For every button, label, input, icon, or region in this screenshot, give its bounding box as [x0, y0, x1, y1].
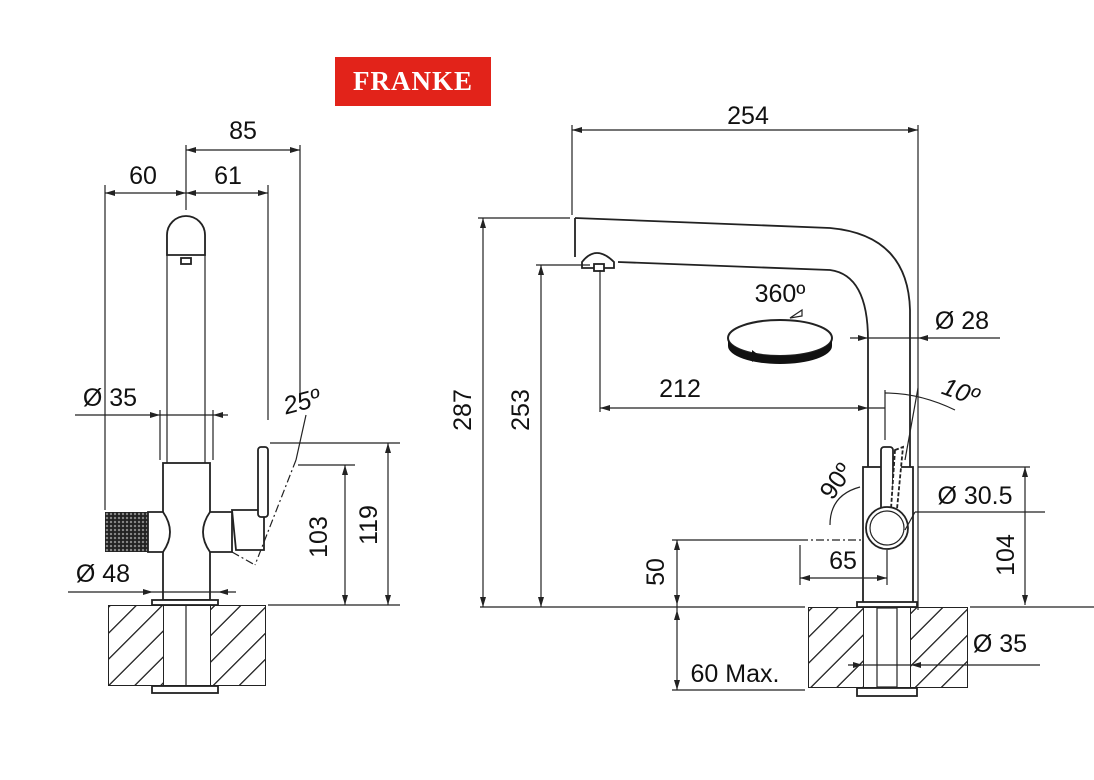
dim-body-height-side: 104 [992, 534, 1020, 576]
side-view [478, 125, 1094, 697]
front-view [68, 145, 400, 694]
dim-handle-height: 50 [642, 558, 670, 586]
dim-body-height: 103 [305, 516, 333, 558]
dim-hole-diameter: Ø 35 [973, 630, 1027, 658]
dim-counter-thickness: 60 Max. [691, 660, 780, 688]
dim-reach: 212 [659, 375, 701, 403]
rotation-label: 360º [755, 280, 806, 308]
right-mounting-pipe [863, 608, 911, 687]
knurled-handle [105, 512, 148, 552]
dim-total-height: 287 [449, 389, 477, 431]
dim-lever-diameter: Ø 30.5 [937, 482, 1012, 510]
dim-base-diameter: Ø 48 [76, 560, 130, 588]
dim-reach-total: 254 [727, 102, 769, 130]
dim-body-diameter: Ø 35 [83, 384, 137, 412]
dim-right: 61 [214, 162, 242, 190]
franke-logo: FRANKE [335, 57, 491, 106]
dim-handle-length: 65 [829, 547, 857, 575]
dim-spout-height: 253 [507, 389, 535, 431]
dim-total-width: 85 [229, 117, 257, 145]
dim-lever-height: 119 [355, 505, 383, 545]
dim-left: 60 [129, 162, 157, 190]
dim-lever-angle: 25º [279, 383, 325, 420]
dim-handle-rotation: 90º [814, 458, 858, 504]
dim-spout-diameter: Ø 28 [935, 307, 989, 335]
left-mounting-pipe [163, 606, 211, 685]
dim-lever-tilt: 10º [938, 373, 984, 413]
